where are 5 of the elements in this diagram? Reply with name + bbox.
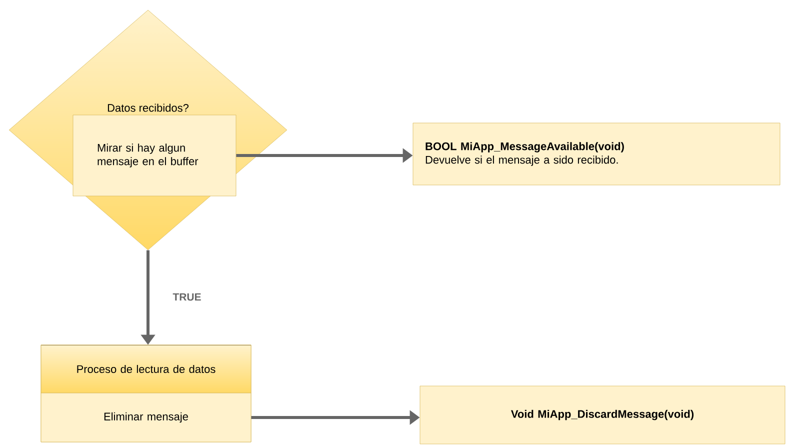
process-box: Mirar si hay algun mensaje en el buffer xyxy=(72,114,236,196)
process-box: BOOL MiApp_MessageAvailable(void) Devuelve si el mensaje a sido recibido. xyxy=(412,122,780,186)
edge-label: TRUE xyxy=(172,292,202,302)
process-box: Void MiApp_DiscardMessage(void) xyxy=(420,386,786,444)
process-box: Eliminar mensaje xyxy=(40,392,252,442)
